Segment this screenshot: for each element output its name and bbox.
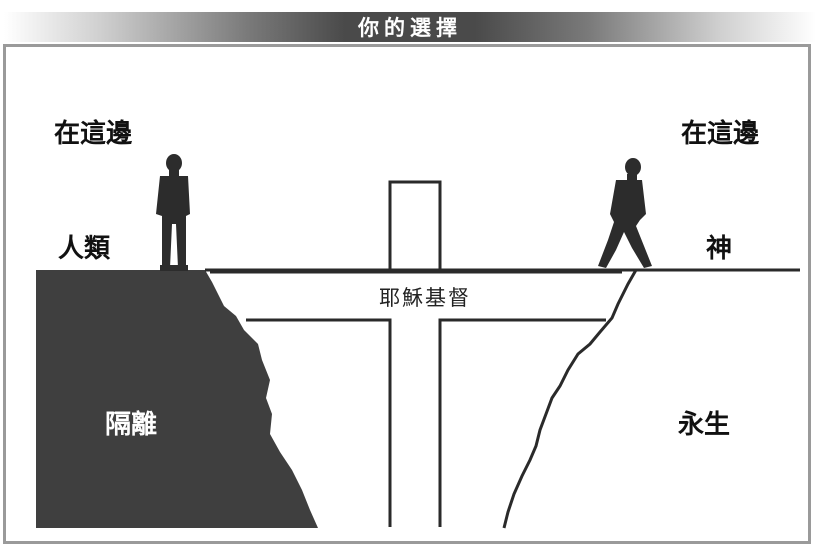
standing-person-figure [156, 154, 190, 271]
human-label: 人類 [58, 234, 111, 264]
title-bar: 你的選擇 [4, 12, 816, 42]
eternal-life-label: 永生 [678, 410, 731, 440]
cross-bridge [210, 180, 622, 527]
walking-person-figure [598, 158, 652, 268]
separation-label: 隔離 [105, 410, 158, 440]
page-title: 你的選擇 [358, 16, 462, 40]
right-cliff-edge [502, 269, 638, 529]
left-cliff [36, 270, 318, 528]
cross-label: 耶穌基督 [379, 286, 471, 310]
left-here-label: 在這邊 [54, 119, 133, 149]
right-here-label: 在這邊 [681, 119, 760, 149]
god-label: 神 [706, 234, 733, 264]
